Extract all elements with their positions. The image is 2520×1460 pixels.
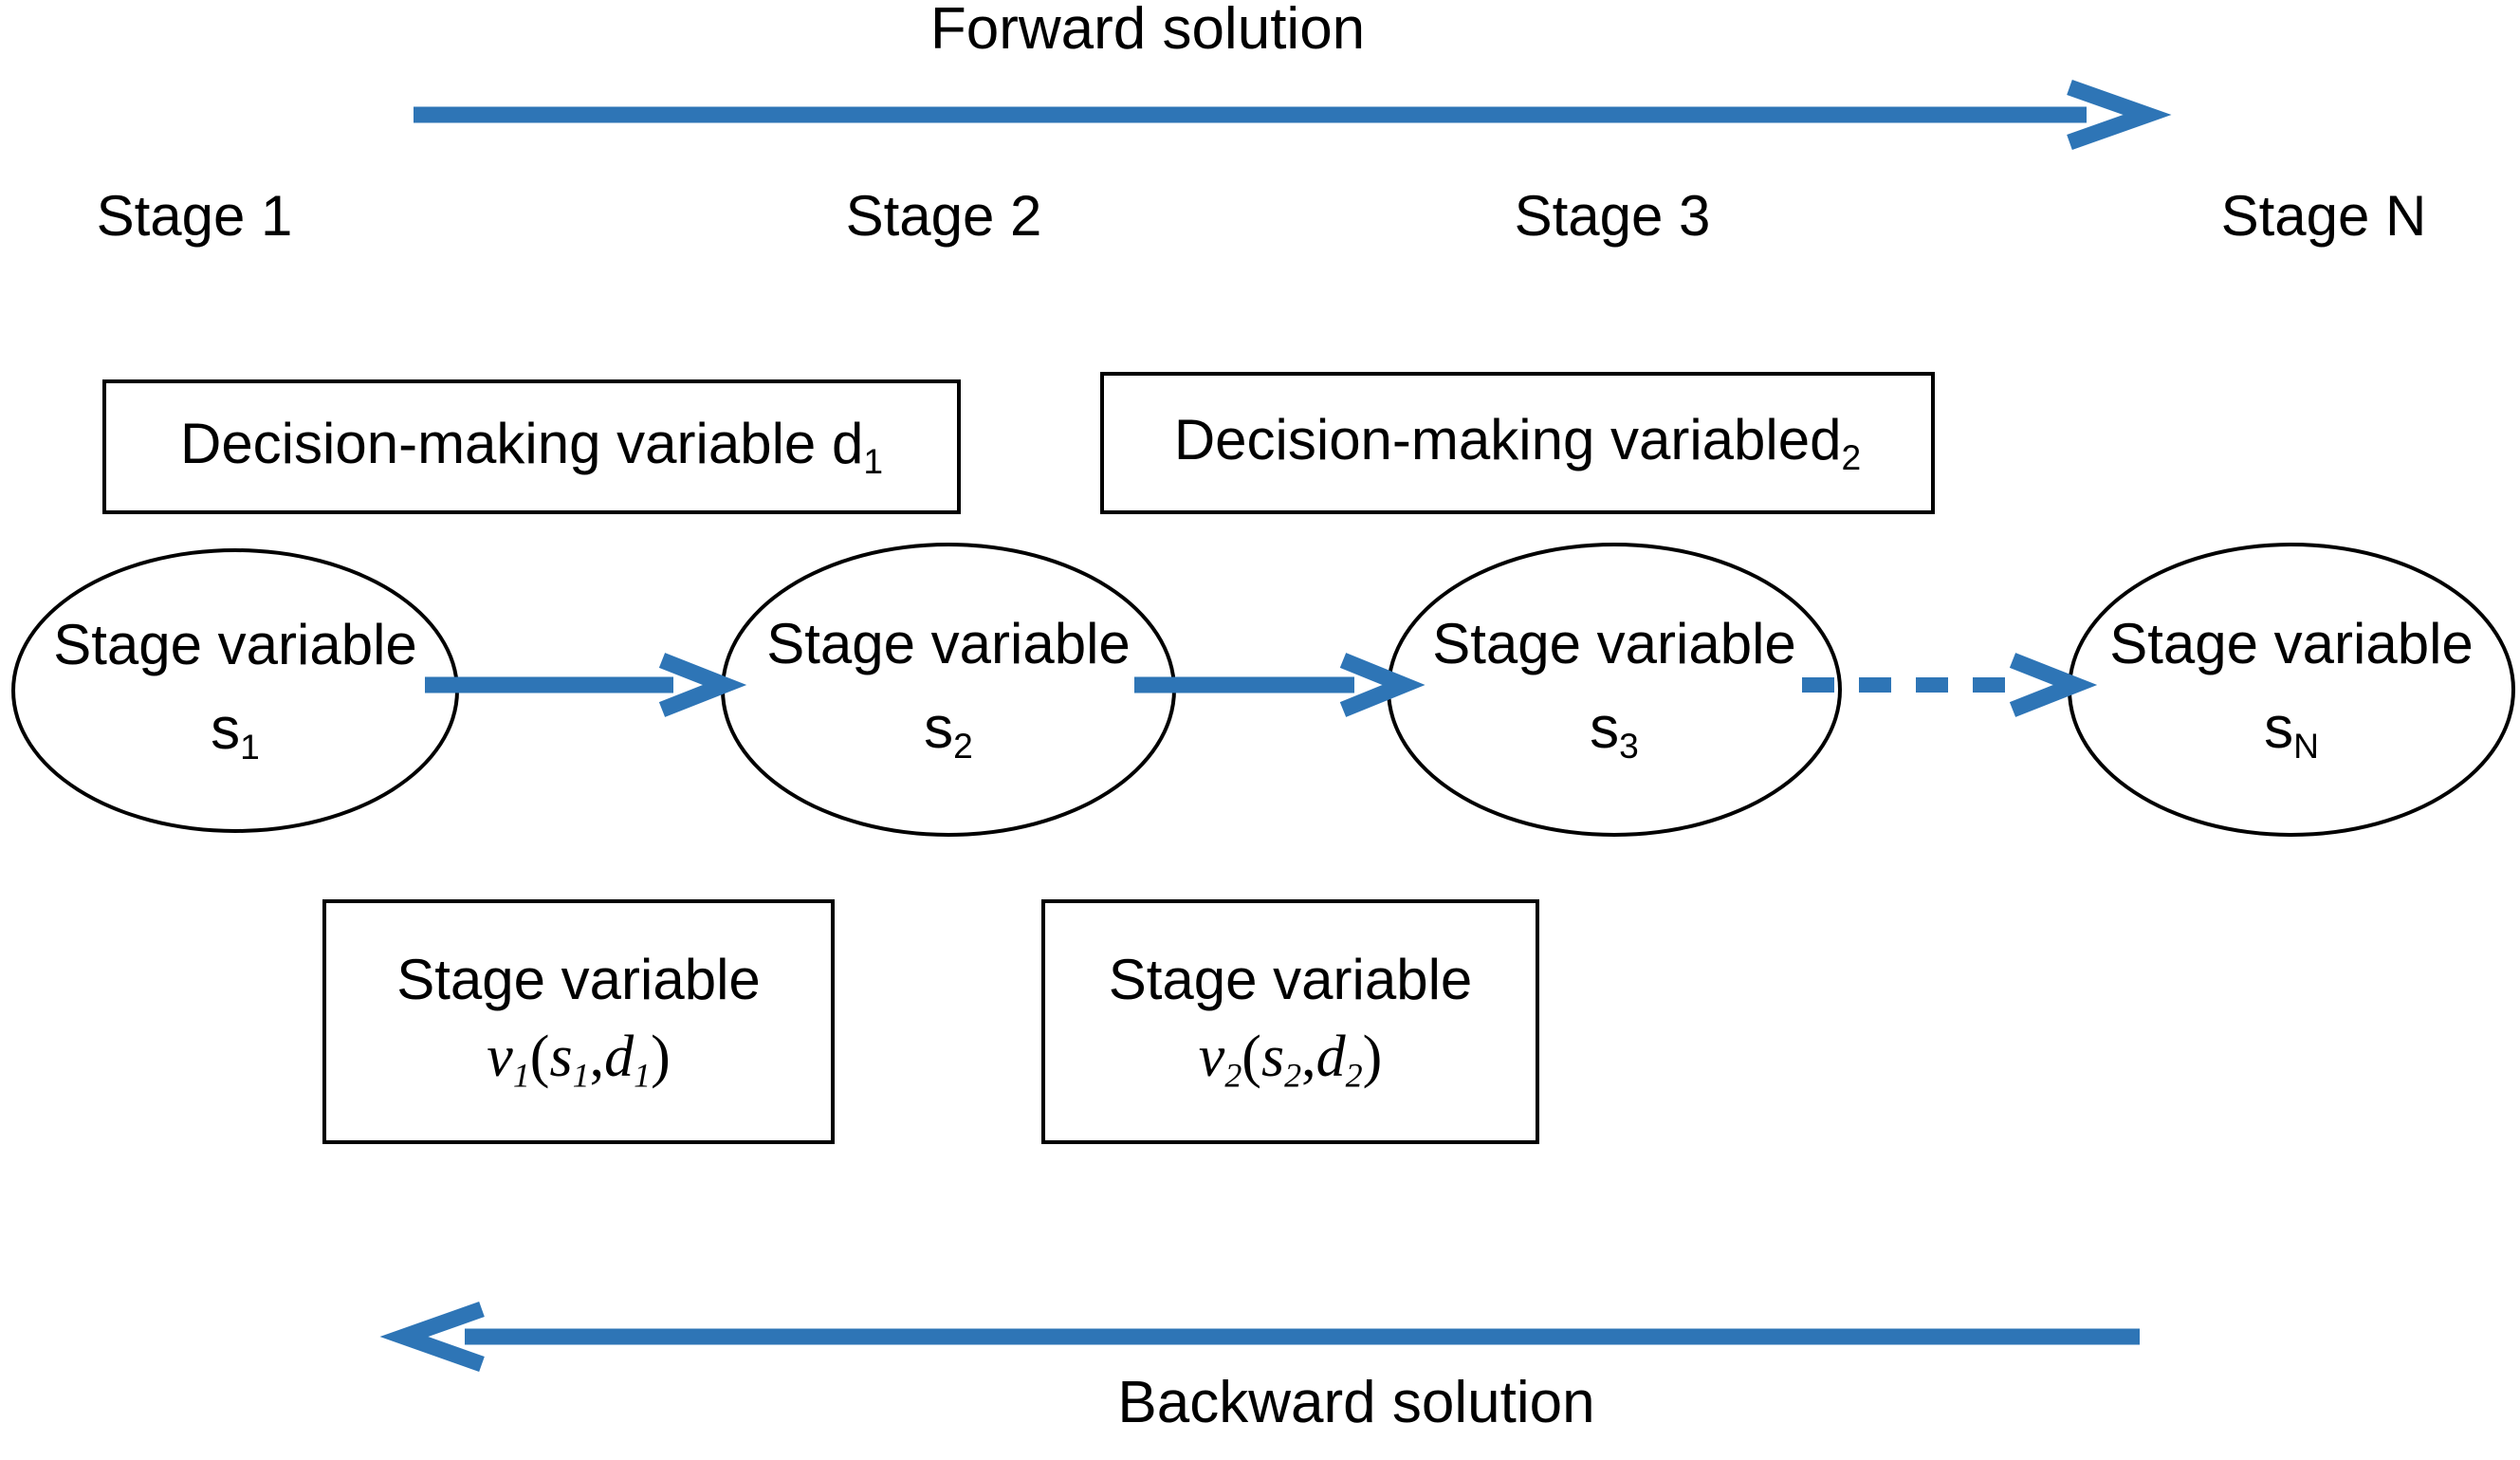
node-4-symbol-sub: N <box>2293 725 2319 766</box>
value-1-s: s <box>549 1024 573 1089</box>
value-1-v: v <box>487 1024 513 1089</box>
node-3-symbol-sub: 3 <box>1619 725 1639 766</box>
node-stage-variable-sN: Stage variable sN <box>2068 543 2515 837</box>
value-2-open: ( <box>1242 1024 1261 1089</box>
value-box-2-formula: v2(s2,d2) <box>1199 1026 1382 1094</box>
node-2-title: Stage variable <box>766 611 1131 675</box>
node-4-symbol-letter: s <box>2264 694 2294 761</box>
stage-caption-1: Stage 1 <box>96 184 293 248</box>
value-1-s-sub: 1 <box>572 1056 590 1095</box>
decision-box-1-sub: 1 <box>863 441 883 482</box>
node-1-symbol-sub: 1 <box>240 726 260 767</box>
value-box-2-title: Stage variable <box>1108 947 1473 1011</box>
decision-box-1: Decision-making variable d1 <box>102 379 961 514</box>
node-4-title: Stage variable <box>2109 611 2474 675</box>
decision-box-1-label: Decision-making variable d <box>179 411 864 475</box>
value-2-close: ) <box>1362 1024 1383 1089</box>
node-4-symbol: sN <box>2264 698 2319 766</box>
value-1-comma: , <box>589 1024 605 1089</box>
node-stage-variable-s2: Stage variable s2 <box>721 543 1176 837</box>
decision-box-2-label: Decision-making variabled <box>1173 407 1842 471</box>
value-1-d-sub: 1 <box>634 1056 652 1095</box>
decision-box-2: Decision-making variabled2 <box>1100 372 1935 514</box>
connector-node2-node3 <box>1134 653 1426 717</box>
decision-box-2-text: Decision-making variabled2 <box>1174 410 1861 476</box>
node-1-title: Stage variable <box>53 612 417 676</box>
value-box-1: Stage variable v1(s1,d1) <box>322 899 835 1144</box>
value-2-d-sub: 2 <box>1345 1056 1363 1095</box>
value-1-d: d <box>604 1024 635 1089</box>
node-2-symbol-sub: 2 <box>953 725 973 766</box>
forward-solution-arrow <box>408 79 2172 151</box>
stage-caption-3: Stage 3 <box>1514 184 1711 248</box>
value-2-comma: , <box>1301 1024 1316 1089</box>
value-box-1-formula: v1(s1,d1) <box>487 1026 670 1094</box>
value-1-v-sub: 1 <box>512 1056 530 1095</box>
value-box-1-title: Stage variable <box>396 947 761 1011</box>
node-stage-variable-s3: Stage variable s3 <box>1387 543 1842 837</box>
node-3-symbol: s3 <box>1590 698 1639 766</box>
value-1-open: ( <box>529 1024 550 1089</box>
connector-node3-nodeN-dashed <box>1802 653 2098 717</box>
value-2-v: v <box>1198 1024 1225 1089</box>
value-box-2: Stage variable v2(s2,d2) <box>1041 899 1539 1144</box>
node-1-symbol-letter: s <box>211 695 241 762</box>
connector-node1-node2 <box>425 653 747 717</box>
forward-solution-label: Forward solution <box>929 0 1366 62</box>
value-2-v-sub: 2 <box>1224 1056 1242 1095</box>
value-2-d: d <box>1315 1024 1346 1089</box>
stage-caption-2: Stage 2 <box>845 184 1042 248</box>
node-2-symbol-letter: s <box>924 694 954 761</box>
node-stage-variable-s1: Stage variable s1 <box>11 548 459 833</box>
node-3-symbol-letter: s <box>1590 694 1620 761</box>
node-2-symbol: s2 <box>924 698 973 766</box>
backward-solution-arrow <box>351 1301 2143 1373</box>
backward-solution-label: Backward solution <box>1117 1370 1595 1435</box>
value-2-s: s <box>1260 1024 1285 1089</box>
value-2-s-sub: 2 <box>1284 1056 1302 1095</box>
decision-box-1-text: Decision-making variable d1 <box>180 414 883 480</box>
node-1-symbol: s1 <box>211 699 260 767</box>
value-1-close: ) <box>651 1024 671 1089</box>
decision-box-2-sub: 2 <box>1841 437 1862 478</box>
node-3-title: Stage variable <box>1432 611 1796 675</box>
stage-caption-n: Stage N <box>2220 184 2427 248</box>
